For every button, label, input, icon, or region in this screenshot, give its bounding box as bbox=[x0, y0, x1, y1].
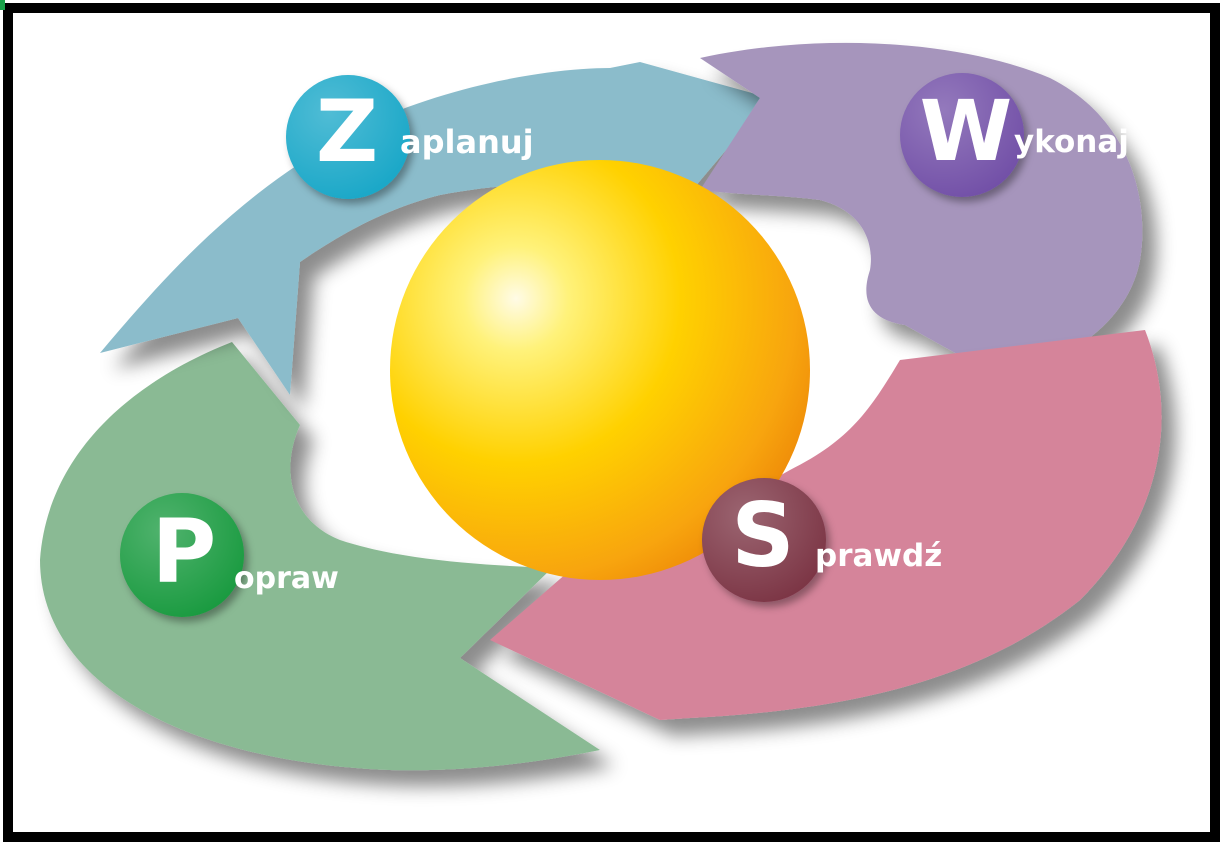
step-do: W ykonaj bbox=[900, 73, 1129, 197]
act-initial: P bbox=[152, 500, 217, 603]
arrow-plan bbox=[100, 62, 770, 395]
plan-rest-label: aplanuj bbox=[400, 123, 534, 161]
arrow-act bbox=[40, 342, 600, 771]
act-rest-label: opraw bbox=[234, 561, 339, 596]
step-plan: Z aplanuj bbox=[286, 75, 534, 199]
image-frame bbox=[3, 3, 1220, 842]
do-initial: W bbox=[920, 82, 1013, 180]
arrow-do bbox=[700, 42, 1143, 378]
check-initial: S bbox=[731, 484, 794, 587]
center-sphere bbox=[390, 160, 810, 580]
step-act: P opraw bbox=[120, 493, 339, 617]
do-rest-label: ykonaj bbox=[1014, 124, 1129, 160]
corner-accent bbox=[0, 0, 5, 10]
check-rest-label: prawdź bbox=[815, 538, 942, 574]
plan-initial: Z bbox=[316, 82, 378, 182]
step-check: S prawdź bbox=[702, 478, 942, 602]
arrow-check bbox=[490, 330, 1162, 720]
